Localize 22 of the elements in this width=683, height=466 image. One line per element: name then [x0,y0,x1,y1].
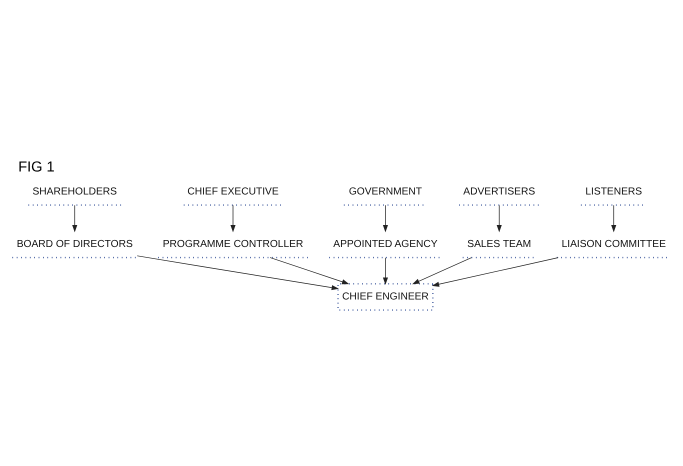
node-box: CHIEF ENGINEER [337,282,434,310]
node-text: GOVERNMENT [348,186,422,198]
arrow [432,256,559,286]
arrow [412,256,472,284]
diagram-title: FIG 1 [18,159,55,176]
arrow [382,204,388,232]
node-text: LISTENERS [585,186,642,198]
arrow [496,204,502,232]
arrow [382,256,388,284]
arrow [270,256,350,284]
node-text: SHAREHOLDERS [32,186,117,198]
arrow [136,254,339,290]
node-text: LIAISON COMMITTEE [562,238,666,250]
arrow [230,204,236,232]
node-text: CHIEF EXECUTIVE [187,186,279,198]
node-text: PROGRAMME CONTROLLER [162,238,304,250]
node-text: SALES TEAM [467,238,532,250]
arrow [72,204,78,232]
node-text: BOARD OF DIRECTORS [16,238,133,250]
node-text: APPOINTED AGENCY [333,238,438,250]
arrow [611,204,616,232]
node-text: ADVERTISERS [463,186,536,198]
